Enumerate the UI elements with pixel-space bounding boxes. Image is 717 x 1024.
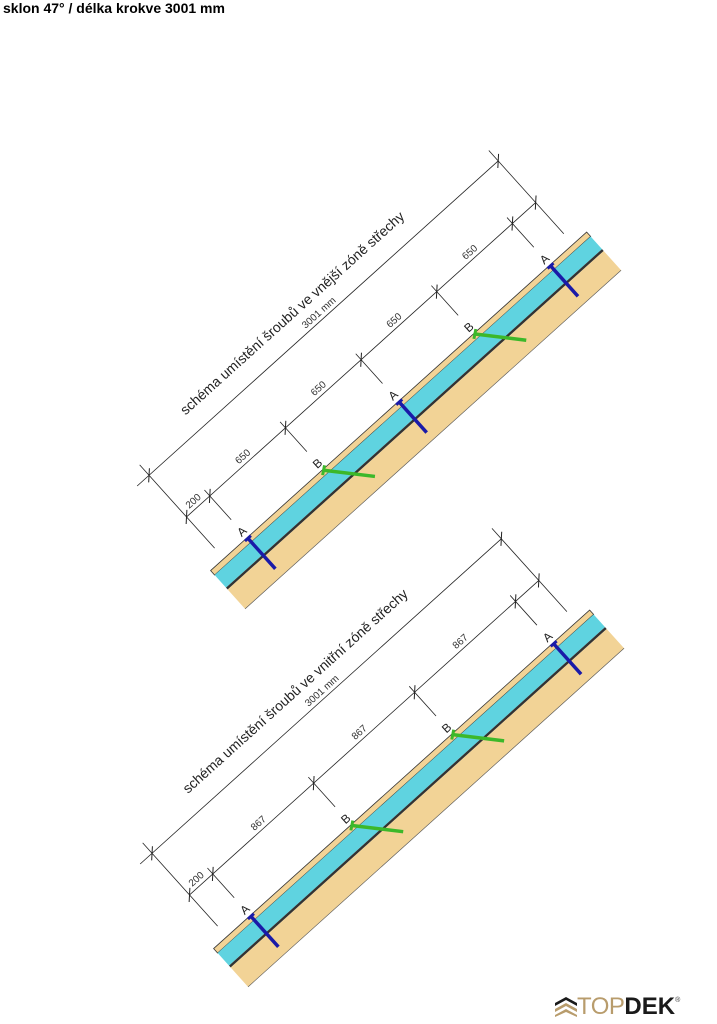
dimension-tick <box>185 509 188 525</box>
screw-b-angled <box>474 332 527 342</box>
logo-registered: ® <box>675 997 681 1004</box>
dimension-tick <box>360 352 362 367</box>
insulation-layer <box>217 614 606 966</box>
logo-text-top: TOP <box>577 993 625 1020</box>
roof-sheathing-layer <box>213 609 595 954</box>
extension-line <box>431 285 459 316</box>
segment-dimension-label: 867 <box>249 814 269 834</box>
screw-b-head <box>349 820 355 831</box>
extension-line <box>139 464 215 549</box>
extension-line <box>207 867 235 899</box>
segment-dimension-label: 650 <box>460 243 480 263</box>
dimension-tick <box>188 887 191 903</box>
dimension-tick <box>534 195 537 210</box>
screw-a-perpendicular <box>246 537 277 570</box>
diagram-title: schéma umístění šroubů ve vnější zóně st… <box>177 208 407 418</box>
extension-line <box>506 217 535 248</box>
extension-line <box>491 528 568 612</box>
segment-dimension-label: 200 <box>187 870 207 890</box>
extension-line <box>279 421 308 452</box>
screw-a-perpendicular <box>552 642 583 676</box>
extension-line <box>355 353 383 384</box>
segment-dimension-label: 650 <box>233 447 253 467</box>
screw-b-head <box>450 729 456 740</box>
extension-line <box>488 150 565 235</box>
diagram-title: schéma umístění šroubů ve vnitřní zóně s… <box>179 585 411 796</box>
screw-a-head <box>246 912 255 921</box>
screw-b-angled <box>323 468 376 479</box>
screw-b-head <box>321 465 327 476</box>
dimension-tick <box>497 153 500 169</box>
dimension-tick <box>500 531 503 546</box>
dimension-tick <box>413 685 416 700</box>
dimension-tick <box>284 420 287 435</box>
membrane-line <box>228 627 607 968</box>
screw-a-head <box>243 534 252 543</box>
dimension-tick <box>151 846 153 861</box>
rafter-layer <box>230 628 625 987</box>
segment-dimension-label: 867 <box>451 632 471 652</box>
extension-line <box>142 842 218 927</box>
screw-b-angled <box>351 823 404 834</box>
segment-dimension-line <box>189 580 540 896</box>
screw-a-head <box>546 262 555 270</box>
dimension-tick <box>511 216 514 231</box>
extension-line <box>204 489 232 521</box>
extension-line <box>308 776 336 808</box>
topdek-logo: TOP DEK ® <box>555 993 680 1021</box>
rafter-edge <box>247 648 625 988</box>
extension-line <box>509 595 538 626</box>
screw-a-head <box>549 639 558 648</box>
dimension-tick <box>312 776 315 791</box>
dimension-tick <box>148 468 150 483</box>
screw-a-head <box>395 398 404 406</box>
rafter-edge <box>244 270 622 610</box>
topdek-chevron-icon <box>555 997 577 1017</box>
segment-dimension-label: 867 <box>350 723 370 743</box>
screw-b-angled <box>452 732 505 743</box>
segment-dimension-label: 650 <box>309 379 329 399</box>
screw-b-head <box>472 328 478 340</box>
screw-a-perpendicular <box>249 915 280 948</box>
dimension-tick <box>211 866 214 882</box>
dimension-tick <box>537 573 540 588</box>
total-dimension-line <box>136 160 499 487</box>
extension-line <box>408 686 437 717</box>
page-header: sklon 47° / délka krokve 3001 mm <box>3 0 225 16</box>
dimension-tick <box>435 284 438 299</box>
total-dimension-line <box>139 538 502 865</box>
logo-text-dek: DEK <box>624 993 676 1020</box>
segment-dimension-label: 200 <box>184 492 204 512</box>
screw-a-perpendicular <box>549 264 580 298</box>
screw-a-perpendicular <box>397 400 428 434</box>
segment-dimension-label: 650 <box>385 311 405 331</box>
dimension-tick <box>208 488 211 504</box>
dimension-tick <box>514 594 517 609</box>
